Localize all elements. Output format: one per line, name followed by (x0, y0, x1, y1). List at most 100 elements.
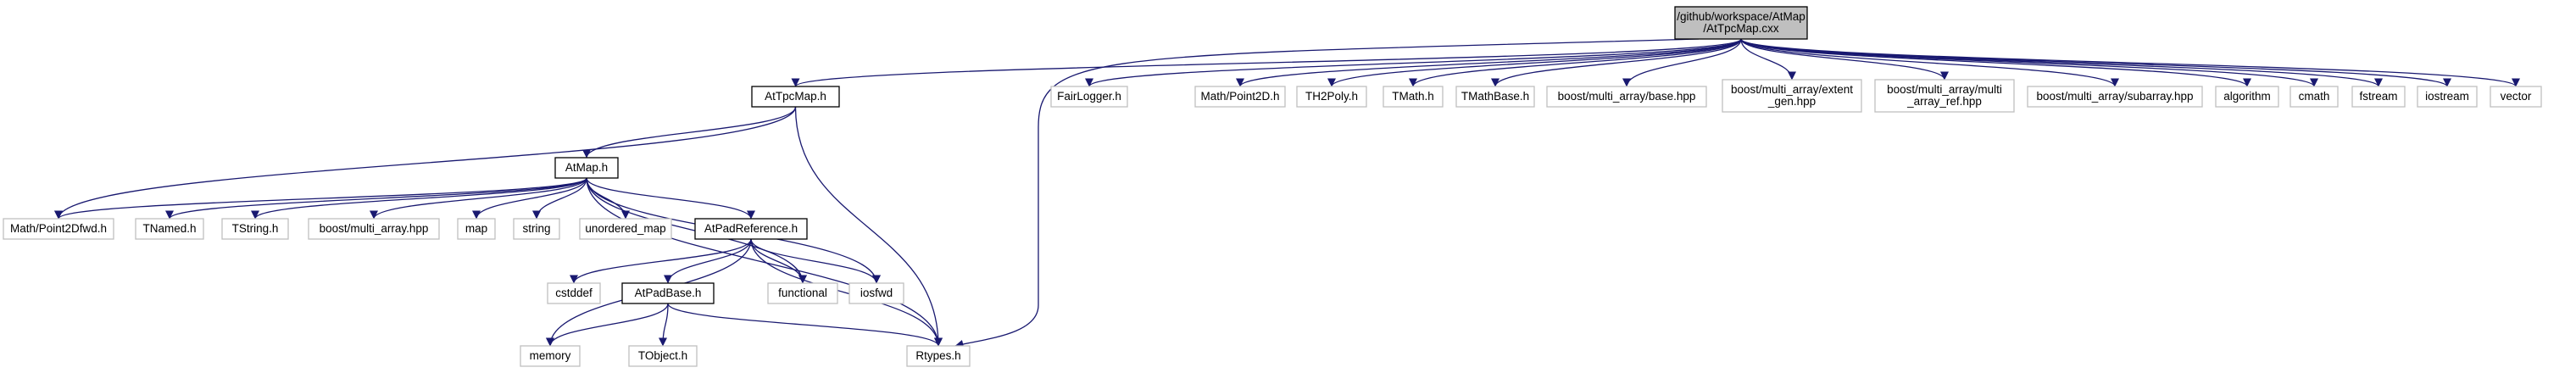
node-cmath: cmath (2289, 86, 2339, 108)
node-tobject-h: TObject.h (628, 345, 698, 367)
node-box (3, 218, 114, 240)
node-atmap-h[interactable]: AtMap.h (554, 157, 619, 179)
node-iostream: iostream (2417, 86, 2478, 108)
node-box (1050, 86, 1128, 108)
node-point2d-h: Math/Point2D.h (1194, 86, 1286, 108)
edge-atmap-h-to-map (472, 177, 587, 220)
edge-atpadbase-h-to-memory (546, 303, 669, 347)
node-label: /AtTpcMap.cxx (1703, 22, 1779, 35)
node-label: AtPadBase.h (635, 287, 702, 299)
node-label: boost/multi_array/multi (1887, 83, 2002, 96)
node-box (1383, 86, 1444, 108)
edge-attpcmap-h-to-point2dfwd-h (54, 106, 797, 220)
edge-root-to-ma-ref (1740, 38, 1949, 81)
node-label: map (465, 222, 487, 235)
edge-root-to-tmathbase-h (1491, 38, 1742, 87)
node-label: Math/Point2Dfwd.h (10, 222, 107, 235)
node-box (1296, 86, 1367, 108)
node-label: functional (778, 287, 827, 299)
node-label: TH2Poly.h (1305, 90, 1358, 103)
edge-atmap-h-to-tnamed-h (165, 177, 587, 220)
node-label: Rtypes.h (915, 349, 960, 362)
node-box (1546, 86, 1707, 108)
node-label: boost/multi_array/subarray.hpp (2036, 90, 2193, 103)
node-root[interactable]: /github/workspace/AtMap/AtTpcMap.cxx (1674, 6, 1808, 40)
node-tnamed-h: TNamed.h (135, 218, 204, 240)
node-label: TMath.h (1392, 90, 1434, 103)
node-box (2215, 86, 2279, 108)
node-atpadbase-h[interactable]: AtPadBase.h (621, 282, 715, 304)
node-box (1722, 79, 1862, 113)
node-ma-ref: boost/multi_array/multi_array_ref.hpp (1874, 79, 2015, 113)
node-box (767, 282, 838, 304)
node-label: AtTpcMap.h (765, 90, 826, 103)
node-box (906, 345, 971, 367)
node-label: _array_ref.hpp (1906, 95, 1982, 108)
node-box (221, 218, 289, 240)
node-label: cmath (2299, 90, 2330, 103)
node-box (2351, 86, 2406, 108)
edge-atpadreference-h-to-atpadbase-h (664, 238, 752, 284)
edge-atpadreference-h-to-cstddef (570, 238, 752, 284)
edge-root-to-attpcmap-h (791, 38, 1742, 87)
node-label: memory (530, 349, 571, 362)
node-box (1455, 86, 1535, 108)
node-fairlogger-h: FairLogger.h (1050, 86, 1128, 108)
edge-attpcmap-h-to-atmap-h (582, 106, 797, 159)
edge-root-to-tmath-h (1409, 38, 1742, 87)
node-label: boost/multi_array.hpp (320, 222, 429, 235)
node-box (579, 218, 672, 240)
node-box (554, 157, 619, 179)
edge-atmap-h-to-rtypes-h (586, 177, 943, 347)
node-label: /github/workspace/AtMap (1677, 10, 1805, 23)
node-cstddef: cstddef (547, 282, 601, 304)
node-label: boost/multi_array/extent (1731, 83, 1853, 96)
node-box (751, 86, 840, 108)
edge-atmap-h-to-point2dfwd-h (54, 177, 587, 220)
node-tmathbase-h: TMathBase.h (1455, 86, 1535, 108)
node-box (457, 218, 496, 240)
node-multi-array-hpp: boost/multi_array.hpp (308, 218, 440, 240)
node-label: iostream (2425, 90, 2469, 103)
node-box (1194, 86, 1286, 108)
node-label: algorithm (2223, 90, 2271, 103)
edge-attpcmap-h-to-rtypes-h (794, 106, 943, 347)
edge-atpadreference-h-to-iosfwd (750, 238, 881, 284)
edge-root-to-ma-extent (1740, 38, 1796, 81)
node-ma-sub: boost/multi_array/subarray.hpp (2027, 86, 2203, 108)
node-box (628, 345, 698, 367)
node-box (621, 282, 715, 304)
node-label: AtMap.h (565, 161, 608, 174)
edge-atpadbase-h-to-tobject-h (659, 303, 669, 347)
node-box (694, 218, 808, 240)
node-label: string (522, 222, 550, 235)
edge-atmap-h-to-string (532, 177, 587, 220)
node-label: vector (2501, 90, 2532, 103)
node-box (2027, 86, 2203, 108)
node-rtypes-h: Rtypes.h (906, 345, 971, 367)
edge-root-to-ma-base (1622, 38, 1742, 87)
node-iosfwd: iosfwd (848, 282, 904, 304)
node-unordered-map: unordered_map (579, 218, 672, 240)
node-label: unordered_map (585, 222, 665, 235)
edge-root-to-rtypes-h (954, 38, 1700, 348)
node-map: map (457, 218, 496, 240)
edge-root-to-ma-sub (1740, 38, 2119, 87)
node-box (2289, 86, 2339, 108)
nodes-layer: /github/workspace/AtMap/AtTpcMap.cxxAtTp… (3, 6, 2542, 367)
node-string: string (513, 218, 560, 240)
node-point2dfwd-h: Math/Point2Dfwd.h (3, 218, 114, 240)
edge-atpadreference-h-to-rtypes-h (750, 238, 943, 347)
node-box (848, 282, 904, 304)
node-memory: memory (520, 345, 581, 367)
node-attpcmap-h[interactable]: AtTpcMap.h (751, 86, 840, 108)
edge-atmap-h-to-tstring-h (251, 177, 587, 220)
node-label: Math/Point2D.h (1200, 90, 1279, 103)
edges-layer (54, 38, 2520, 348)
node-label: boost/multi_array/base.hpp (1558, 90, 1696, 103)
node-atpadreference-h[interactable]: AtPadReference.h (694, 218, 808, 240)
node-box (2417, 86, 2478, 108)
edge-root-to-th2poly-h (1327, 38, 1742, 87)
node-box (135, 218, 204, 240)
